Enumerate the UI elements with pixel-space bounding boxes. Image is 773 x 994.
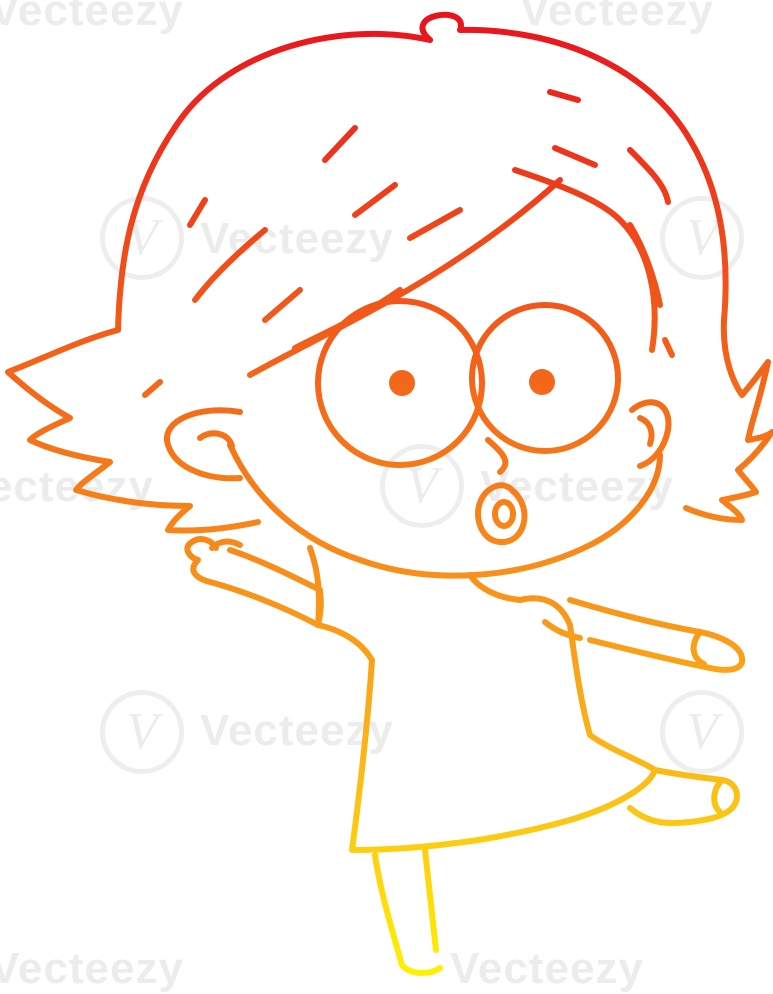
mouth-outer: [475, 482, 528, 545]
hair: [5, 11, 773, 534]
right-eye: [469, 302, 621, 454]
hair-strand: [662, 337, 675, 358]
hair-strand: [192, 227, 268, 303]
hair-strand: [407, 207, 463, 241]
right-arm-upper: [567, 597, 746, 673]
right-hand: [690, 629, 707, 667]
neck-right: [467, 572, 523, 603]
hair-strand: [142, 379, 163, 398]
hair-strand: [352, 182, 398, 218]
left-pupil: [389, 370, 415, 396]
raised-leg: [627, 767, 740, 827]
hair-strand: [627, 147, 671, 205]
hair-strand: [322, 125, 358, 163]
face: [164, 298, 672, 579]
hair-strand: [552, 145, 598, 168]
mouth-inner: [492, 499, 516, 529]
hair-strand: [187, 197, 208, 228]
left-arm: [184, 536, 321, 628]
left-sleeve-edge: [315, 589, 324, 628]
raised-foot: [711, 777, 725, 815]
body: [184, 536, 746, 976]
hair-bangs-line: [512, 167, 658, 353]
hair-fringe-edge: [247, 177, 563, 378]
nose: [485, 437, 509, 475]
left-arm-lower: [227, 547, 323, 593]
right-ear: [629, 399, 672, 469]
right-ear-inner: [637, 415, 655, 447]
right-sleeve-edge: [542, 619, 583, 641]
hair-strand: [547, 89, 581, 103]
left-hand: [209, 538, 243, 551]
standing-leg: [372, 852, 443, 976]
right-arm-lower: [587, 637, 713, 671]
hair-outline: [419, 11, 773, 523]
right-pupil: [529, 369, 555, 395]
face-outline: [227, 442, 663, 579]
hair-strand: [627, 222, 663, 308]
hair-left-side: [5, 30, 433, 534]
left-eye: [315, 298, 485, 468]
standing-leg-inner: [422, 847, 439, 953]
left-ear: [164, 407, 243, 482]
dress-outline: [315, 595, 658, 853]
hair-strand: [262, 287, 303, 323]
left-ear-inner: [197, 430, 235, 449]
